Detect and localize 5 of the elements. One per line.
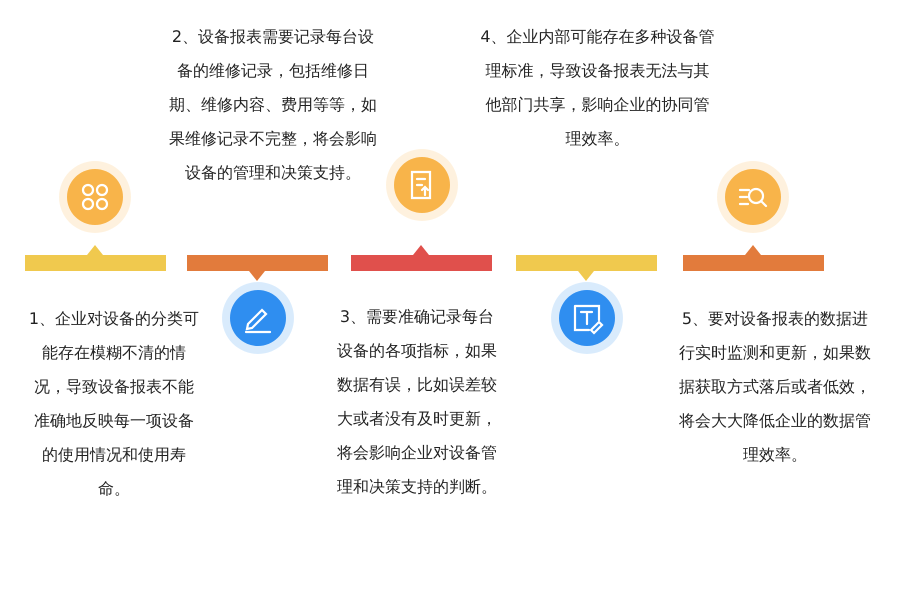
description-text: 1、企业对设备的分类可能存在模糊不清的情况，导致设备报表不能准确地反映每一项设备的使用情况和使用寿命。 xyxy=(28,308,200,500)
description-text: 5、要对设备报表的数据进行实时监测和更新，如果数据获取方式落后或者低效，将会大大降低企业的数据管理效率。 xyxy=(678,308,872,466)
description-text: 2、设备报表需要记录每台设备的维修记录，包括维修日期、维修内容、费用等等，如果维修记录不完整，将会影响设备的管理和决策支持。 xyxy=(168,26,378,184)
description-text: 3、需要准确记录每台设备的各项指标，如果数据有误，比如误差较大或者没有及时更新，将会影响企业对设备管理和决策支持的判断。 xyxy=(336,306,498,498)
description-text: 4、企业内部可能存在多种设备管理标准，导致设备报表无法与其他部门共享，影响企业的协同管理效率。 xyxy=(480,26,715,150)
